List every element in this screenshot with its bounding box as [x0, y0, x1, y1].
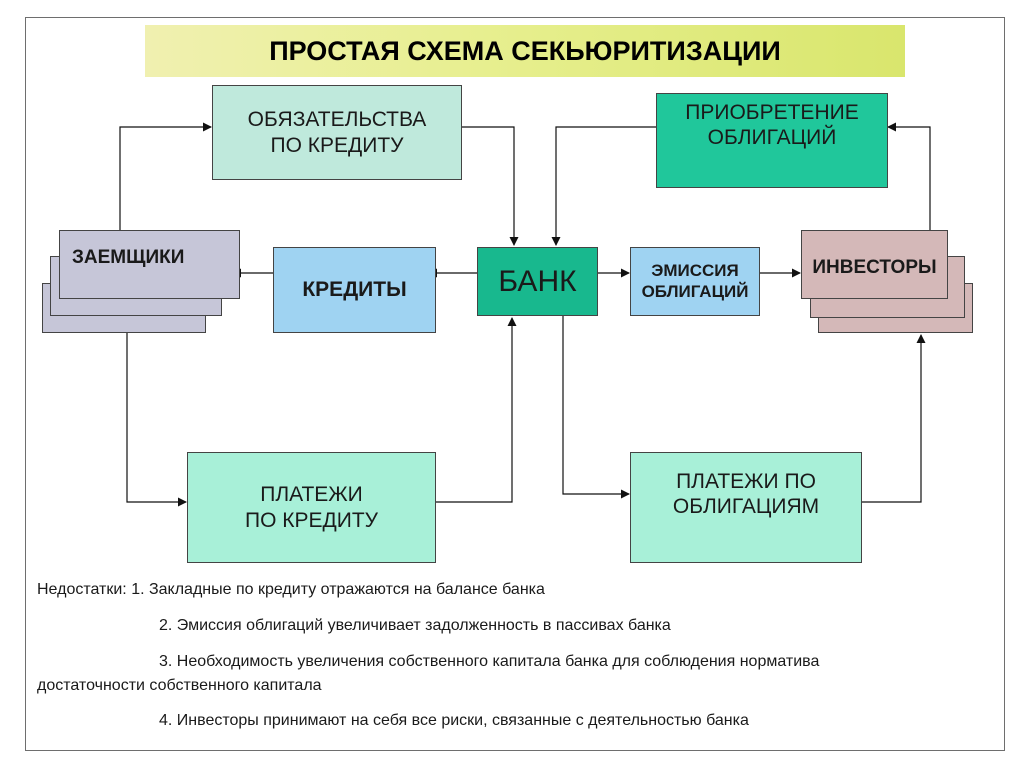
- arrow-borrowers-to-obligations: [119, 122, 212, 230]
- loan-payments-line-2: ПО КРЕДИТУ: [245, 508, 378, 532]
- bond-issue-line-1: ЭМИССИЯ: [651, 261, 739, 281]
- borrowers-box: ЗАЕМЩИКИ: [59, 230, 240, 299]
- loan-payments-box: ПЛАТЕЖИ ПО КРЕДИТУ: [187, 452, 436, 563]
- investors-label: ИНВЕСТОРЫ: [812, 257, 937, 278]
- arrow-payments-to-bank: [436, 317, 517, 503]
- credits-box: КРЕДИТЫ: [273, 247, 436, 333]
- bond-payments-line-2: ОБЛИГАЦИЯМ: [672, 495, 820, 519]
- drawback-item-3-line-2: достаточности собственного капитала: [37, 677, 322, 694]
- arrow-borrowers-to-payments: [126, 333, 187, 507]
- bond-issue-line-2: ОБЛИГАЦИЙ: [641, 281, 749, 301]
- drawbacks-intro: Недостатки: 1. Закладные по кредиту отра…: [37, 581, 545, 598]
- diagram-title: ПРОСТАЯ СХЕМА СЕКЬЮРИТИЗАЦИИ: [145, 25, 905, 77]
- bond-purchase-line-2: ОБЛИГАЦИЙ: [707, 126, 837, 150]
- borrowers-label: ЗАЕМЩИКИ: [72, 247, 185, 268]
- bank-box: БАНК: [477, 247, 598, 316]
- obligations-box: ОБЯЗАТЕЛЬСТВА ПО КРЕДИТУ: [212, 85, 462, 180]
- bond-payments-line-1: ПЛАТЕЖИ ПО: [676, 470, 816, 493]
- slide-frame: [25, 17, 1005, 751]
- credits-label: КРЕДИТЫ: [302, 278, 407, 302]
- arrow-obligations-to-bank: [462, 126, 519, 246]
- bond-purchase-box: ПРИОБРЕТЕНИЕ ОБЛИГАЦИЙ: [656, 93, 888, 188]
- arrow-investors-to-purchase: [887, 122, 931, 230]
- bond-payments-box: ПЛАТЕЖИ ПО ОБЛИГАЦИЯМ: [630, 452, 862, 563]
- drawback-item-3-line-1: 3. Необходимость увеличения собственного…: [159, 653, 820, 670]
- arrow-bank-to-bond-payments: [562, 315, 630, 499]
- drawback-item-2: 2. Эмиссия облигаций увеличивает задолже…: [159, 617, 671, 634]
- arrow-purchase-to-bank: [551, 126, 656, 246]
- drawback-item-4: 4. Инвесторы принимают на себя все риски…: [159, 712, 749, 729]
- bond-issue-box: ЭМИССИЯ ОБЛИГАЦИЙ: [630, 247, 760, 316]
- bond-purchase-line-1: ПРИОБРЕТЕНИЕ: [685, 101, 859, 124]
- obligations-line-2: ПО КРЕДИТУ: [270, 133, 404, 157]
- obligations-line-1: ОБЯЗАТЕЛЬСТВА: [247, 108, 427, 132]
- bank-label: БАНК: [498, 265, 577, 298]
- loan-payments-line-1: ПЛАТЕЖИ: [260, 483, 363, 507]
- arrow-bond-payments-to-investors: [862, 334, 926, 503]
- investors-box: ИНВЕСТОРЫ: [801, 230, 948, 299]
